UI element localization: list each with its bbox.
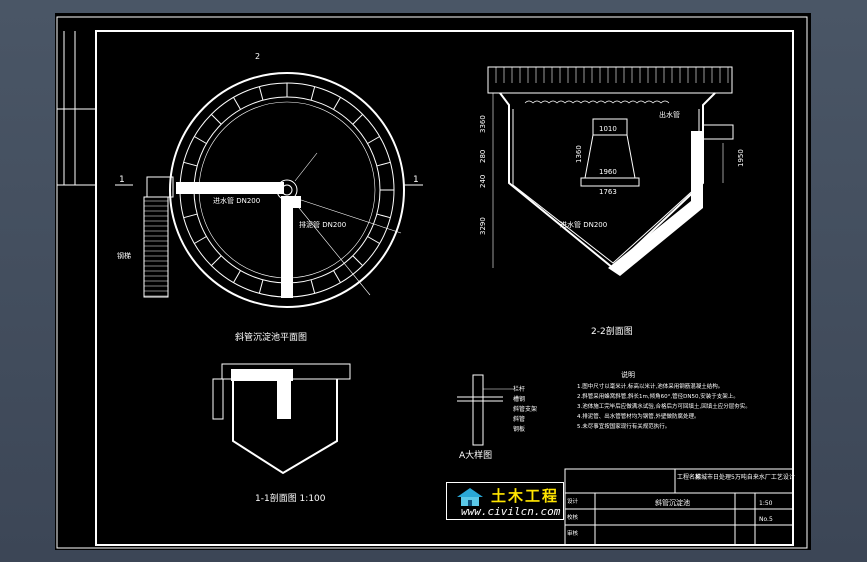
cad-drawing: 1 1 2 进水管 DN200 排泥管 DN200 钢梯 斜管沉淀池平面图 33… (56, 16, 808, 549)
stair-section (212, 378, 224, 420)
trough-rib (310, 279, 316, 294)
trough-rib (310, 86, 316, 101)
inlet-pipe-section (231, 369, 293, 381)
pipe-label-inlet: 进水管 DN200 (213, 196, 260, 205)
dim-left-1: 3360 (479, 115, 487, 133)
leader-line (294, 197, 402, 234)
outlet-pipe (702, 124, 734, 140)
dim-w2: 1763 (599, 188, 617, 196)
inlet-diagonal-pipe (608, 131, 703, 276)
trough-rib (333, 97, 341, 110)
tb-row-2: 校核 (567, 513, 579, 521)
section-2-2: 3360 280 240 3290 1010 1360 1960 1763 19… (479, 66, 745, 337)
dim-w1: 1960 (599, 168, 617, 176)
trough-rib (352, 255, 364, 267)
section-mark-top: 2 (255, 52, 260, 61)
note-3: 3.池体施工完毕后应做满水试验,合格后方可回填土,回填土应分层夯实。 (577, 402, 751, 410)
tank-outline (232, 379, 338, 475)
tb-row-3: 审核 (567, 529, 579, 537)
detail-title: A大样图 (459, 449, 492, 461)
inlet-pipe (176, 182, 284, 194)
section-mark-right: 1 (413, 175, 419, 185)
trough-rib (367, 136, 380, 144)
trough-rib (352, 113, 364, 125)
tb-row-1: 设计 (567, 497, 579, 505)
pipe-label: 进水管 DN200 (560, 220, 607, 229)
center-well-base (580, 177, 640, 187)
trough-ribs (180, 83, 394, 297)
dim-left-4: 3290 (479, 217, 487, 235)
dim-mid: 1360 (575, 145, 583, 163)
note-4: 4.排泥管、出水管管材均为钢管,外壁做防腐处理。 (577, 412, 700, 420)
dim-top: 1010 (599, 125, 617, 133)
civilcn-logo[interactable]: 土木工程 www.civilcn.com (446, 482, 564, 520)
vertical-pipe-section (277, 379, 291, 419)
outlet-label: 出水管 (659, 110, 680, 119)
trough-rib (194, 236, 207, 244)
trough-rib (183, 213, 198, 219)
section11-title: 1-1剖面图 1:100 (255, 492, 326, 504)
trough-rib (183, 161, 198, 167)
detail-a: 栏杆 槽钢 斜管支架 斜管 钢板 A大样图 (457, 374, 537, 461)
trough-rib (367, 236, 380, 244)
trough-rib (233, 270, 241, 283)
logo-url[interactable]: www.civilcn.com (461, 505, 561, 518)
trough-rib (194, 136, 207, 144)
stair-steps (144, 200, 168, 297)
top-railing (487, 66, 733, 94)
dim-left-3: 240 (479, 175, 487, 188)
pipe-elbow (281, 196, 301, 208)
house-icon (457, 488, 483, 506)
section-mark-left: 1 (119, 175, 125, 185)
note-2: 2.斜管采用蜂窝斜管,斜长1m,倾角60°,管径DN50,安装于支架上。 (577, 392, 739, 400)
section-1-1: 1-1剖面图 1:100 (212, 363, 351, 504)
railing-posts (495, 67, 729, 83)
stair (143, 196, 169, 298)
logo-name: 土木工程 (491, 487, 560, 505)
trough-rib (233, 97, 241, 110)
trough-rib (210, 113, 222, 125)
title-block: 工程名称 某城市日处理5万吨自来水厂工艺设计 斜管沉淀池 1:50 No.5 设… (564, 468, 795, 546)
leader-line (294, 202, 371, 296)
inner-border (95, 30, 794, 546)
trough-rib (258, 86, 264, 101)
trough-rib (333, 270, 341, 283)
stair-label: 钢梯 (117, 251, 131, 260)
trough-rib (376, 161, 391, 167)
outer-border (56, 16, 808, 549)
tb-drawing-name: 斜管沉淀池 (655, 498, 690, 507)
detail-wall (472, 374, 484, 446)
note-1: 1.图中尺寸以毫米计,标高以米计,池体采用钢筋混凝土结构。 (577, 382, 723, 390)
notes: 说明 1.图中尺寸以毫米计,标高以米计,池体采用钢筋混凝土结构。 2.斜管采用蜂… (577, 370, 751, 430)
drawing-canvas: 1 1 2 进水管 DN200 排泥管 DN200 钢梯 斜管沉淀池平面图 33… (55, 13, 811, 550)
dim-right: 1950 (737, 149, 745, 167)
tank-outer-wall (169, 72, 405, 308)
pipe-label-sludge: 排泥管 DN200 (299, 220, 346, 229)
tb-scale: 1:50 (759, 500, 773, 507)
section22-title: 2-2剖面图 (591, 325, 633, 337)
trough-rib (376, 213, 391, 219)
notes-title: 说明 (621, 370, 635, 379)
plan-title: 斜管沉淀池平面图 (235, 331, 307, 343)
water-surface (524, 100, 670, 104)
tb-design-title: 某城市日处理5万吨自来水厂工艺设计 (695, 473, 795, 481)
title-block-frame (564, 468, 794, 546)
trough-rib (210, 255, 222, 267)
detail-label-5: 钢板 (513, 425, 525, 433)
tb-sheet: No.5 (759, 516, 773, 523)
detail-label-4: 斜管 (513, 415, 525, 423)
plan-view: 1 1 2 进水管 DN200 排泥管 DN200 钢梯 斜管沉淀池平面图 (115, 52, 423, 343)
leader-line (294, 152, 318, 182)
sludge-pipe (281, 198, 293, 298)
detail-label-1: 栏杆 (513, 385, 525, 393)
tb-project-label: 工程名称 (677, 473, 701, 481)
detail-label-3: 斜管支架 (513, 405, 537, 413)
dim-left-2: 280 (479, 150, 487, 163)
note-5: 5.未尽事宜按国家现行有关规范执行。 (577, 422, 670, 430)
detail-label-2: 槽钢 (513, 395, 525, 403)
trough-rib (258, 279, 264, 294)
